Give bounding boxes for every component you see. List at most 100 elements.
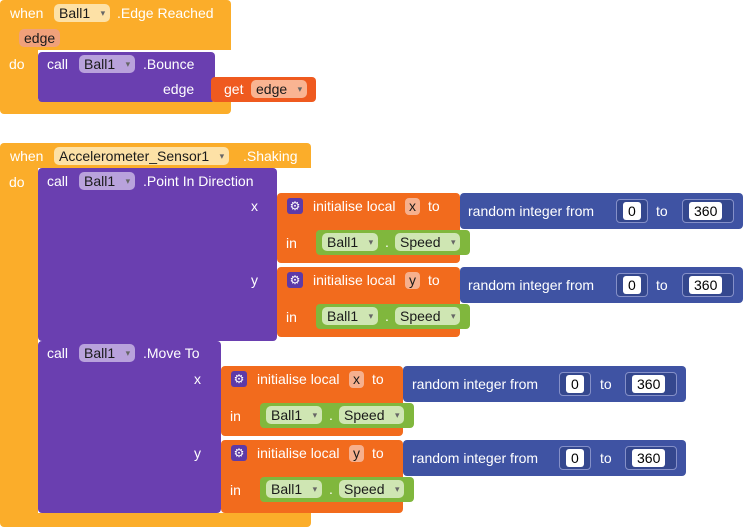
- property-dropdown-label: Speed: [400, 234, 441, 250]
- event-name: .Shaking: [243, 148, 298, 164]
- to-label: to: [600, 376, 612, 392]
- component-dropdown[interactable]: Ball1 ▾: [266, 480, 323, 498]
- number-from-field[interactable]: 0: [623, 202, 641, 220]
- chevron-down-icon: ▾: [297, 84, 303, 94]
- local-var-name-x[interactable]: x: [405, 198, 420, 215]
- chevron-down-icon: ▾: [312, 484, 318, 494]
- property-dropdown-label: Speed: [344, 481, 385, 497]
- chevron-down-icon: ▾: [368, 311, 374, 321]
- init-local-label: initialise local: [257, 371, 340, 387]
- dot-label: .: [385, 234, 389, 250]
- component-dropdown[interactable]: Ball1 ▾: [79, 55, 136, 73]
- random-integer-label: random integer from: [412, 450, 539, 466]
- event-footer: [0, 513, 311, 527]
- chevron-down-icon: ▾: [450, 237, 456, 247]
- gear-icon[interactable]: ⚙: [231, 445, 247, 461]
- init-local-label: initialise local: [257, 445, 340, 461]
- dot-label: .: [385, 308, 389, 324]
- component-dropdown-label: Ball1: [84, 56, 116, 72]
- component-dropdown-label: Ball1: [327, 308, 359, 324]
- number-from-field[interactable]: 0: [566, 449, 584, 467]
- do-label: do: [9, 174, 25, 190]
- method-name: .Point In Direction: [143, 173, 254, 189]
- number-to-field[interactable]: 360: [689, 202, 723, 220]
- chevron-down-icon: ▾: [125, 348, 131, 358]
- chevron-down-icon: ▾: [219, 151, 225, 161]
- gear-icon[interactable]: ⚙: [287, 198, 303, 214]
- call-label: call: [47, 345, 69, 361]
- call-block-move-to[interactable]: [38, 341, 221, 513]
- dot-label: .: [329, 481, 333, 497]
- arg-label-y: y: [194, 445, 201, 461]
- random-integer-label: random integer from: [412, 376, 539, 392]
- component-dropdown[interactable]: Ball1 ▾: [54, 4, 111, 22]
- method-name: .Bounce: [143, 56, 195, 72]
- to-label: to: [428, 272, 440, 288]
- number-from-field[interactable]: 0: [566, 375, 584, 393]
- event-body-left: [0, 168, 38, 517]
- gear-icon[interactable]: ⚙: [287, 272, 303, 288]
- local-var-name-y[interactable]: y: [349, 445, 364, 462]
- chevron-down-icon: ▾: [450, 311, 456, 321]
- component-dropdown-label: Ball1: [271, 481, 303, 497]
- variable-dropdown-label: edge: [256, 81, 288, 97]
- number-to-field[interactable]: 360: [632, 375, 666, 393]
- property-dropdown[interactable]: Speed ▾: [395, 307, 461, 325]
- component-dropdown[interactable]: Ball1 ▾: [322, 233, 379, 251]
- component-dropdown[interactable]: Ball1 ▾: [79, 344, 136, 362]
- component-dropdown-label: Accelerometer_Sensor1: [59, 148, 210, 164]
- event-footer: [0, 100, 231, 114]
- to-label: to: [372, 445, 384, 461]
- component-dropdown[interactable]: Ball1 ▾: [266, 406, 323, 424]
- chevron-down-icon: ▾: [312, 410, 318, 420]
- local-var-name-x[interactable]: x: [349, 371, 364, 388]
- component-dropdown[interactable]: Ball1 ▾: [322, 307, 379, 325]
- number-to-field[interactable]: 360: [689, 276, 723, 294]
- number-from-field[interactable]: 0: [623, 276, 641, 294]
- component-dropdown-label: Ball1: [84, 345, 116, 361]
- property-dropdown[interactable]: Speed ▾: [339, 406, 405, 424]
- component-dropdown-label: Ball1: [271, 407, 303, 423]
- chevron-down-icon: ▾: [394, 410, 400, 420]
- to-label: to: [372, 371, 384, 387]
- component-dropdown-label: Ball1: [327, 234, 359, 250]
- do-label: do: [9, 56, 25, 72]
- to-label: to: [656, 277, 668, 293]
- in-label: in: [286, 309, 297, 325]
- property-dropdown-label: Speed: [344, 407, 385, 423]
- random-integer-label: random integer from: [468, 277, 595, 293]
- event-param-edge[interactable]: edge: [19, 29, 61, 47]
- arg-label-edge: edge: [163, 81, 195, 97]
- when-label: when: [10, 148, 44, 164]
- property-dropdown[interactable]: Speed ▾: [339, 480, 405, 498]
- component-dropdown-label: Ball1: [84, 173, 116, 189]
- to-label: to: [428, 198, 440, 214]
- arg-label-x: x: [251, 198, 258, 214]
- number-to-field[interactable]: 360: [632, 449, 666, 467]
- call-block-point-in-direction[interactable]: [38, 168, 277, 341]
- component-dropdown[interactable]: Ball1 ▾: [79, 172, 136, 190]
- chevron-down-icon: ▾: [100, 8, 106, 18]
- method-name: .Move To: [143, 345, 200, 361]
- when-label: when: [10, 5, 44, 21]
- get-label: get: [224, 81, 244, 97]
- chevron-down-icon: ▾: [125, 59, 131, 69]
- event-name: .Edge Reached: [117, 5, 214, 21]
- chevron-down-icon: ▾: [368, 237, 374, 247]
- event-body-left: [0, 50, 38, 102]
- property-dropdown[interactable]: Speed ▾: [395, 233, 461, 251]
- to-label: to: [656, 203, 668, 219]
- component-dropdown[interactable]: Accelerometer_Sensor1 ▾: [54, 147, 230, 165]
- init-local-label: initialise local: [313, 198, 396, 214]
- call-label: call: [47, 173, 69, 189]
- component-dropdown-label: Ball1: [59, 5, 91, 21]
- in-label: in: [230, 482, 241, 498]
- local-var-name-y[interactable]: y: [405, 272, 420, 289]
- random-integer-label: random integer from: [468, 203, 595, 219]
- variable-dropdown[interactable]: edge ▾: [251, 80, 308, 98]
- arg-label-x: x: [194, 371, 201, 387]
- call-label: call: [47, 56, 69, 72]
- gear-icon[interactable]: ⚙: [231, 371, 247, 387]
- property-dropdown-label: Speed: [400, 308, 441, 324]
- arg-label-y: y: [251, 272, 258, 288]
